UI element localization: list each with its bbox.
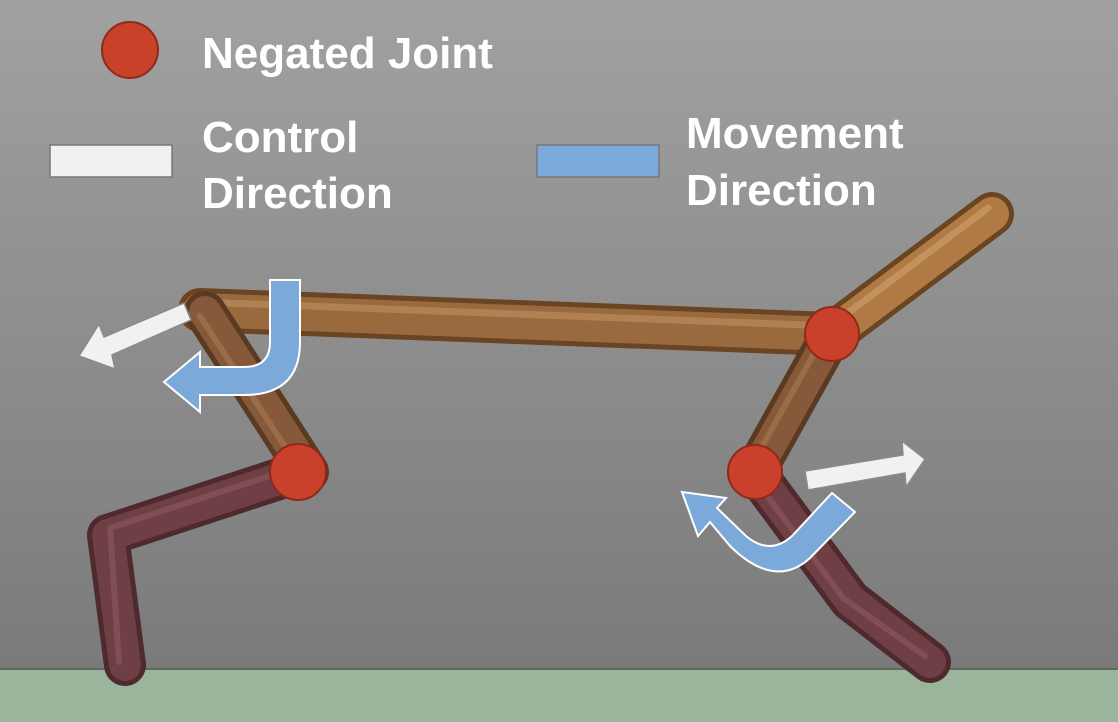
ground: [0, 668, 1118, 722]
legend-control-label-line2: Direction: [202, 169, 393, 218]
negated-joint-front-knee: [727, 444, 783, 500]
rear-control-arrow: [77, 302, 192, 371]
legend-control-swatch: [49, 144, 173, 178]
torso: [178, 288, 854, 356]
front-movement-arrow: [680, 490, 857, 573]
legend-joint-label: Negated Joint: [202, 29, 493, 78]
rear-movement-arrow: [162, 279, 301, 415]
head-link: [810, 192, 1014, 356]
legend-control-label-line1: Control: [202, 113, 358, 162]
legend: Negated Joint Control Direction Movement…: [49, 21, 904, 218]
negated-joint-torso-front: [804, 306, 860, 362]
front-lower-leg: [734, 451, 951, 683]
legend-movement-label-line2: Direction: [686, 166, 877, 215]
legend-joint-swatch: [101, 21, 159, 79]
rear-lower-leg: [87, 451, 321, 686]
front-control-arrow: [804, 439, 927, 491]
negated-joint-rear-knee: [269, 443, 327, 501]
legend-movement-label-line1: Movement: [686, 109, 904, 158]
legend-movement-swatch: [536, 144, 660, 178]
